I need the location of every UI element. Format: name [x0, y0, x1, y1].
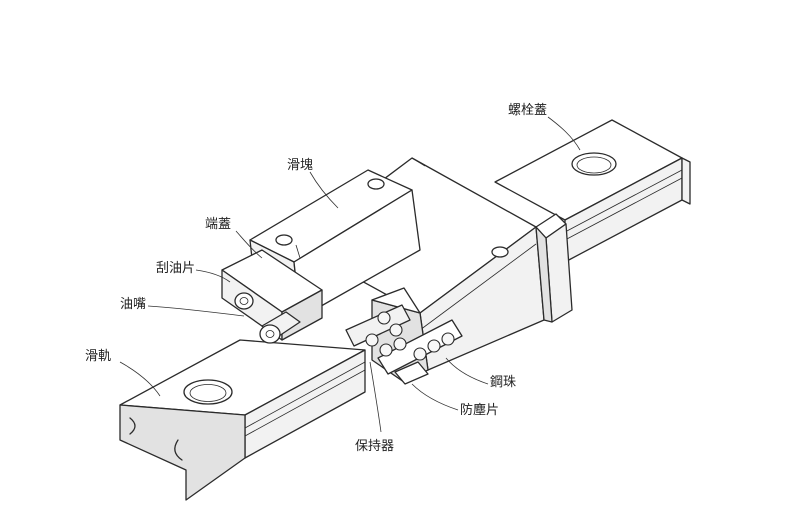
end-plate-right: [535, 213, 573, 323]
steel-balls: [365, 311, 455, 361]
leader-end-cap: [235, 230, 263, 259]
dust-seal: [394, 361, 429, 385]
label-scraper: 刮油片: [156, 261, 195, 276]
leader-scraper: [195, 269, 231, 283]
leader-grease-nipple: [147, 305, 245, 317]
label-dust-seal: 防塵片: [460, 402, 499, 418]
leader-bolt-cap: [547, 116, 581, 151]
rail-front: [119, 339, 366, 501]
bolt-hole: [367, 178, 385, 190]
label-bolt-cap: 螺栓蓋: [508, 103, 547, 118]
leader-rail: [119, 361, 161, 397]
label-retainer: 保持器: [355, 439, 394, 454]
leader-retainer: [369, 361, 382, 433]
label-end-cap: 端蓋: [205, 217, 231, 232]
bolt-cap-front: [183, 379, 233, 405]
leader-steel-ball: [445, 357, 489, 385]
label-slider-block: 滑塊: [287, 157, 313, 173]
label-steel-ball: 鋼珠: [490, 375, 516, 390]
leader-slider-block: [309, 171, 339, 209]
bolt-cap-back: [571, 152, 617, 176]
bolt-hole: [275, 234, 293, 246]
grease-nipple: [234, 292, 301, 344]
label-grease-nipple: 油嘴: [120, 297, 146, 312]
label-rail: 滑軌: [85, 348, 111, 364]
leader-dust-seal: [411, 383, 459, 411]
bolt-hole: [491, 246, 509, 258]
